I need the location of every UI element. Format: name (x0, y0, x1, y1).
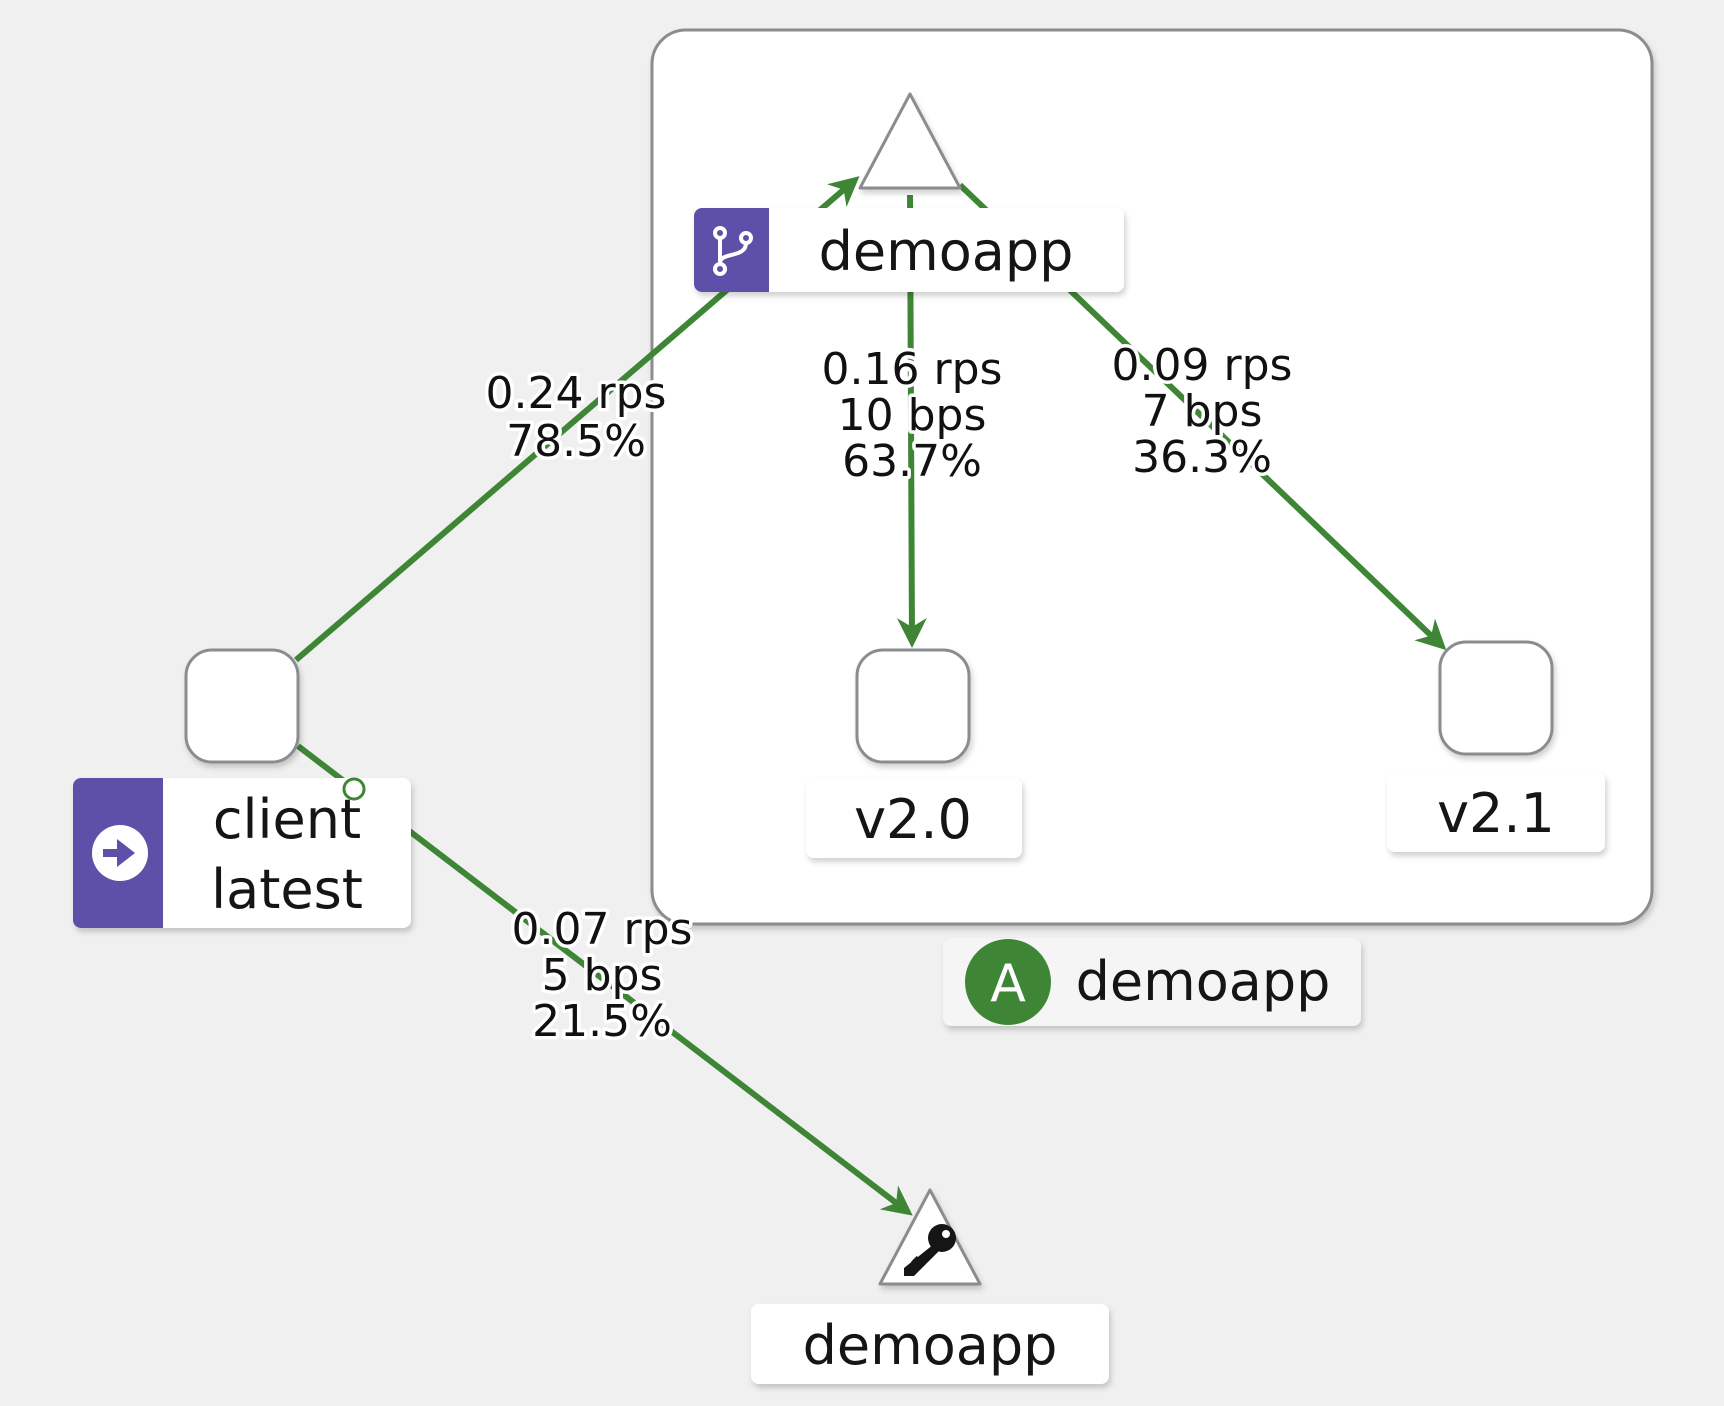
arrow-right-circle-icon (92, 825, 148, 881)
v21-label-text: v2.1 (1437, 782, 1555, 845)
svg-text:5 bps: 5 bps (542, 950, 663, 1001)
client-label-line1: client (213, 788, 361, 851)
v20-node[interactable] (855, 648, 971, 764)
app-group-label-text: demoapp (1076, 950, 1331, 1013)
v21-node[interactable] (1438, 640, 1554, 756)
edge-label-client-to-service-entry: 0.07 rps 5 bps 21.5% (508, 901, 696, 1051)
edge-label-service-to-v21: 0.09 rps 7 bps 36.3% (1108, 337, 1296, 487)
svg-text:63.7%: 63.7% (842, 436, 982, 487)
svg-text:0.16 rps: 0.16 rps (822, 344, 1003, 395)
svg-text:7 bps: 7 bps (1142, 386, 1263, 437)
svg-text:0.07 rps: 0.07 rps (512, 904, 693, 955)
v20-label-text: v2.0 (854, 788, 972, 851)
svg-text:36.3%: 36.3% (1132, 432, 1272, 483)
app-group-label[interactable]: A demoapp (943, 938, 1361, 1026)
service-node[interactable] (858, 92, 962, 190)
svg-text:78.5%: 78.5% (506, 416, 646, 467)
branch-icon (713, 226, 753, 276)
client-label[interactable]: client latest (73, 778, 411, 928)
edge-start-circle (342, 777, 366, 801)
app-badge-letter: A (990, 954, 1026, 1014)
edge-label-client-to-service: 0.24 rps 78.5% (482, 365, 670, 471)
service-label[interactable]: demoapp (694, 208, 1124, 292)
svg-text:0.09 rps: 0.09 rps (1112, 340, 1293, 391)
service-entry-label-text: demoapp (803, 1314, 1058, 1377)
svg-text:21.5%: 21.5% (532, 996, 672, 1047)
svg-text:0.24 rps: 0.24 rps (486, 368, 667, 419)
key-icon (904, 1224, 956, 1276)
app-badge-icon (965, 939, 1051, 1025)
service-entry-label[interactable]: demoapp (751, 1304, 1109, 1384)
service-label-text: demoapp (819, 220, 1074, 283)
svg-text:10 bps: 10 bps (838, 390, 987, 441)
v21-label[interactable]: v2.1 (1387, 772, 1605, 852)
client-label-line2: latest (211, 858, 363, 921)
client-node[interactable] (184, 648, 300, 764)
v20-label[interactable]: v2.0 (806, 778, 1022, 858)
edge-label-service-to-v20: 0.16 rps 10 bps 63.7% (818, 341, 1006, 491)
